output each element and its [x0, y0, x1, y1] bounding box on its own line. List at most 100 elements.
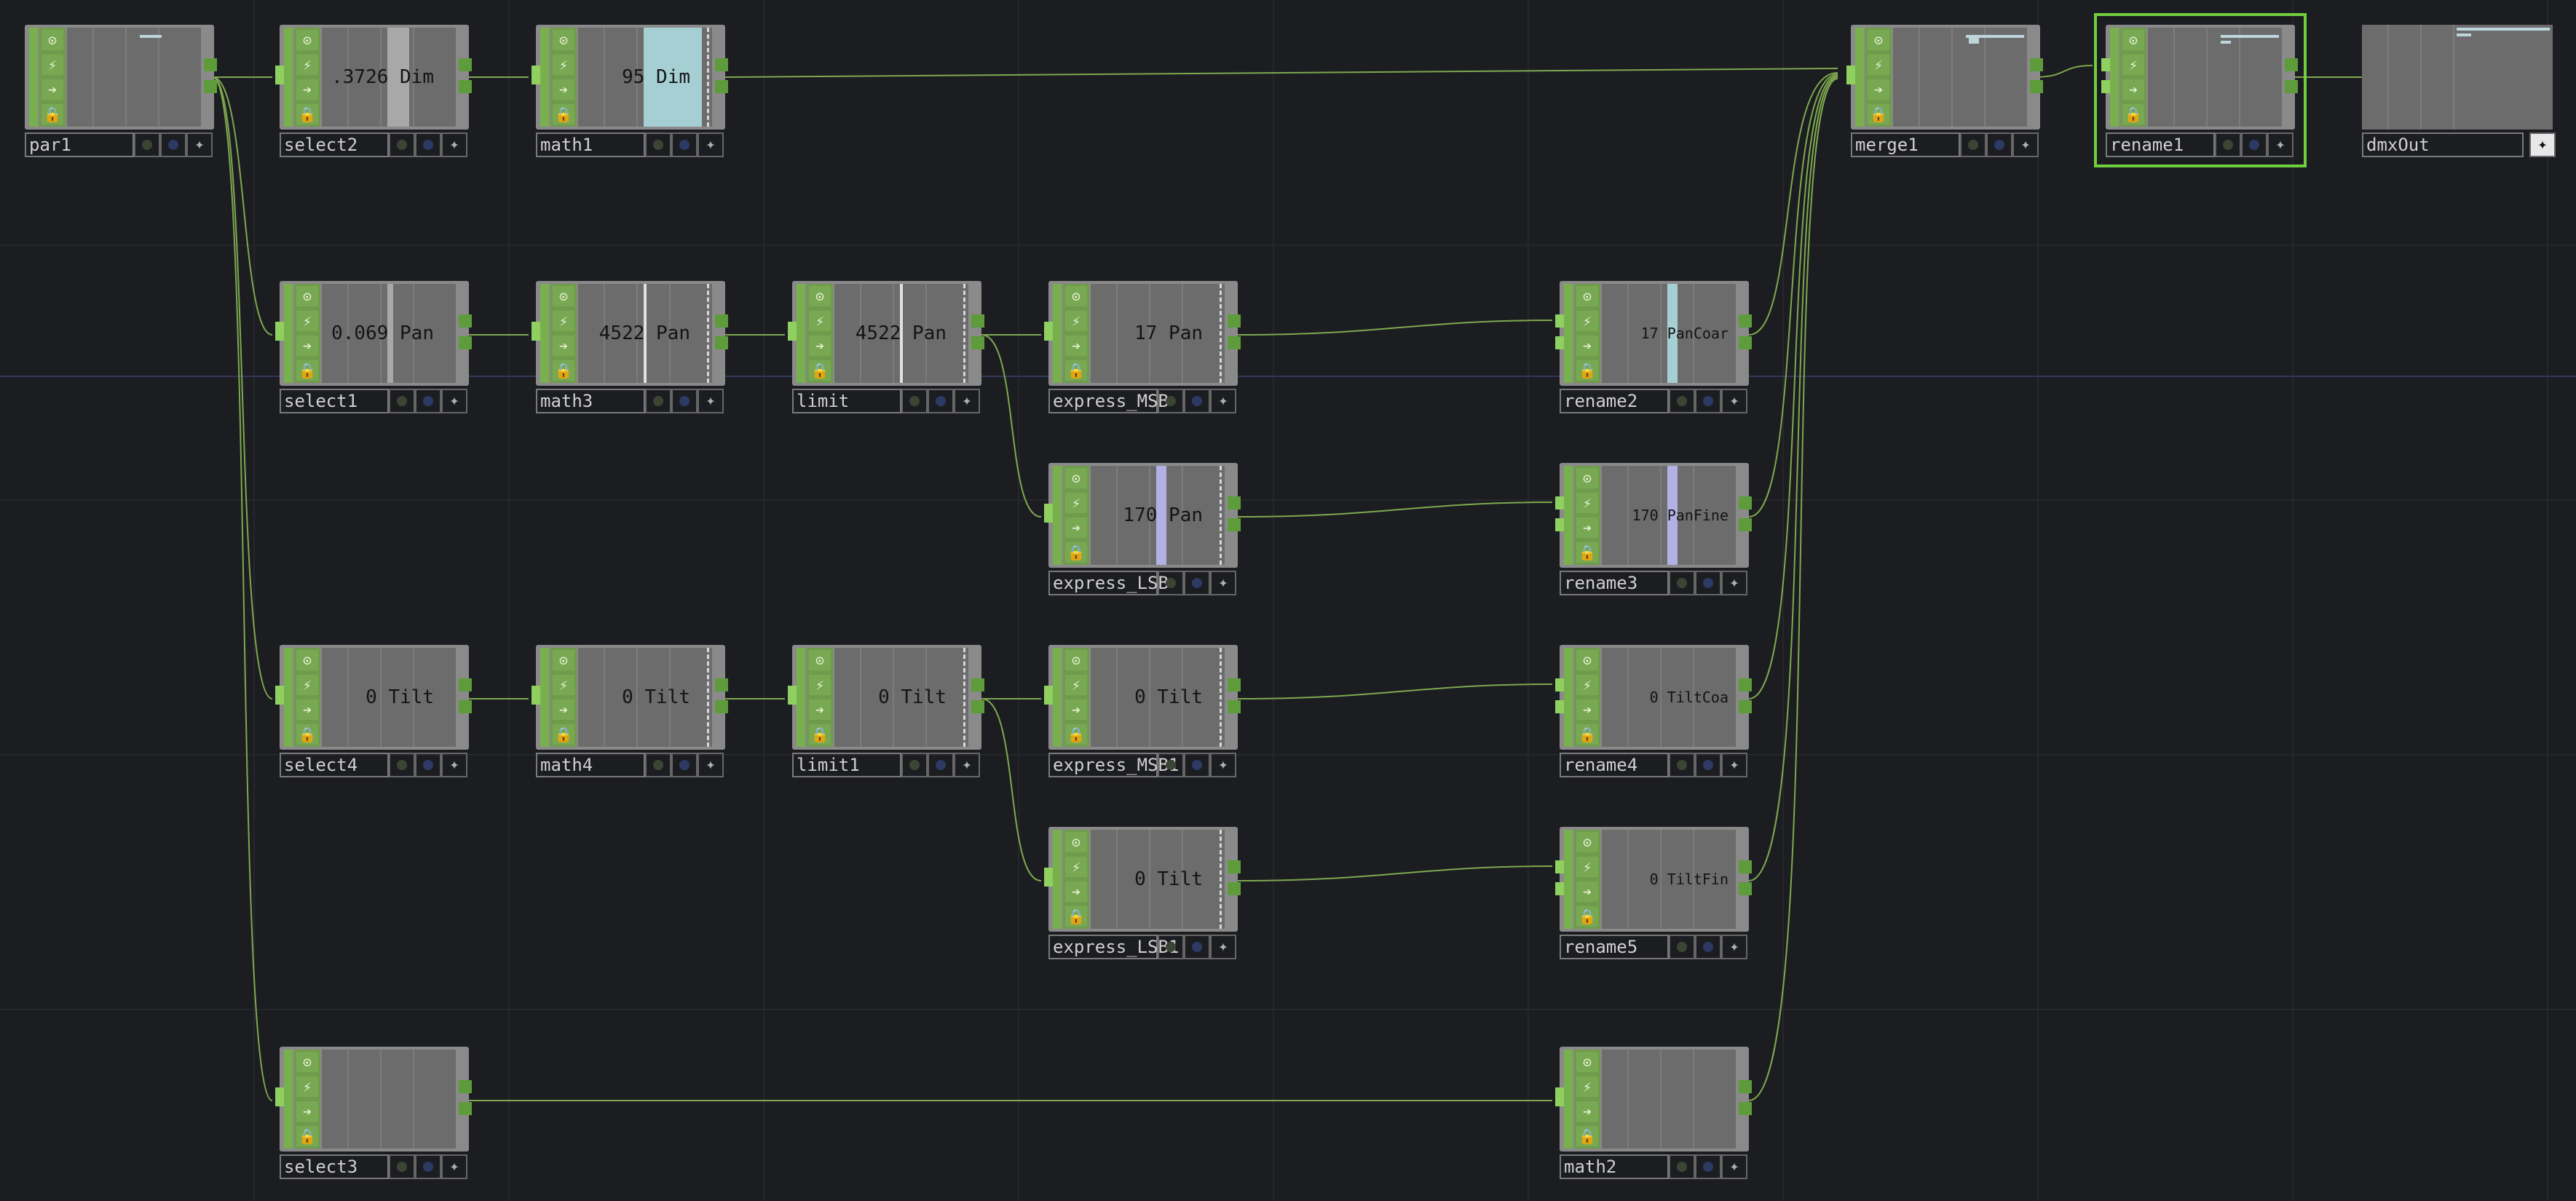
output-connector[interactable] [1739, 882, 1752, 895]
output-connector[interactable] [204, 80, 217, 93]
node-select3[interactable]: ⊙ ⚡ ➔ 🔒 select3 ✦ [275, 1047, 472, 1179]
node-name[interactable]: dmxOut [2362, 132, 2524, 157]
lock-flag-icon[interactable]: 🔒 [1576, 906, 1598, 927]
node-name[interactable]: math1 [536, 132, 645, 157]
output-connector[interactable] [2030, 58, 2043, 71]
display-toggle-button[interactable] [415, 132, 441, 157]
viewer-toggle-button[interactable] [1158, 753, 1184, 777]
viewer-flag-icon[interactable]: ⊙ [296, 30, 318, 50]
output-connector[interactable] [1228, 496, 1241, 510]
add-button[interactable]: ✦ [698, 753, 724, 777]
add-button[interactable]: ✦ [698, 132, 724, 157]
export-arrow-icon[interactable]: ➔ [553, 699, 574, 720]
viewer-toggle-button[interactable] [134, 132, 160, 157]
viewer-flag-icon[interactable]: ⊙ [1576, 286, 1598, 306]
lock-flag-icon[interactable]: 🔒 [1065, 542, 1087, 563]
output-connector[interactable] [1228, 700, 1241, 713]
viewer-toggle-button[interactable] [1158, 389, 1184, 413]
node-express-msb[interactable]: ⊙ ⚡ ➔ 🔒 17 Pan express_MSB ✦ [1044, 281, 1241, 413]
node-merge1[interactable]: ⊙ ⚡ ➔ 🔒 merge1 ✦ [1846, 25, 2043, 157]
output-connector[interactable] [1739, 860, 1752, 873]
node-viewer[interactable]: 4522 Pan [834, 284, 968, 383]
output-connector[interactable] [459, 700, 472, 713]
cook-flag-icon[interactable]: ⚡ [1868, 55, 1889, 75]
viewer-toggle-button[interactable] [645, 389, 671, 413]
bypass-bar[interactable] [540, 28, 549, 127]
node-math3[interactable]: ⊙ ⚡ ➔ 🔒 4522 Pan math3 ✦ [532, 281, 728, 413]
lock-flag-icon[interactable]: 🔒 [1065, 360, 1087, 381]
viewer-flag-icon[interactable]: ⊙ [553, 650, 574, 670]
node-select4[interactable]: ⊙ ⚡ ➔ 🔒 0 Tilt select4 ✦ [275, 645, 472, 777]
output-connector[interactable] [1228, 860, 1241, 873]
lock-flag-icon[interactable]: 🔒 [553, 724, 574, 745]
cook-flag-icon[interactable]: ⚡ [1576, 675, 1598, 695]
node-name[interactable]: select1 [280, 389, 389, 413]
node-dmxOut[interactable]: dmxOut ✦ [2362, 25, 2556, 157]
display-toggle-button[interactable] [1695, 571, 1721, 595]
lock-flag-icon[interactable]: 🔒 [809, 724, 831, 745]
bypass-bar[interactable] [1564, 830, 1573, 929]
lock-flag-icon[interactable]: 🔒 [1576, 360, 1598, 381]
add-button[interactable]: ✦ [1210, 935, 1236, 959]
node-name[interactable]: limit1 [792, 753, 901, 777]
bypass-bar[interactable] [1855, 28, 1864, 127]
output-connector[interactable] [1228, 314, 1241, 328]
output-connector[interactable] [715, 336, 728, 349]
bypass-bar[interactable] [2110, 28, 2119, 127]
output-connector[interactable] [971, 700, 984, 713]
export-arrow-icon[interactable]: ➔ [296, 1101, 318, 1122]
export-arrow-icon[interactable]: ➔ [1576, 1101, 1598, 1122]
display-toggle-button[interactable] [1986, 132, 2012, 157]
add-button[interactable]: ✦ [1210, 389, 1236, 413]
bypass-bar[interactable] [1564, 284, 1573, 383]
node-name[interactable]: rename1 [2106, 132, 2215, 157]
output-connector[interactable] [1228, 336, 1241, 349]
output-connector[interactable] [971, 336, 984, 349]
viewer-flag-icon[interactable]: ⊙ [1576, 832, 1598, 852]
add-button[interactable]: ✦ [186, 132, 213, 157]
output-connector[interactable] [1739, 518, 1752, 531]
cook-flag-icon[interactable]: ⚡ [1065, 675, 1087, 695]
viewer-toggle-button[interactable] [389, 1154, 415, 1179]
output-connector[interactable] [1739, 1080, 1752, 1093]
node-limit[interactable]: ⊙ ⚡ ➔ 🔒 4522 Pan limit ✦ [788, 281, 984, 413]
bypass-bar[interactable] [540, 648, 549, 747]
lock-flag-icon[interactable]: 🔒 [809, 360, 831, 381]
cook-flag-icon[interactable]: ⚡ [296, 675, 318, 695]
display-toggle-button[interactable] [1695, 753, 1721, 777]
output-connector[interactable] [971, 678, 984, 691]
lock-flag-icon[interactable]: 🔒 [296, 104, 318, 124]
output-connector[interactable] [459, 314, 472, 328]
node-express-lsb1[interactable]: ⊙ ⚡ ➔ 🔒 0 Tilt express_LSB1 ✦ [1044, 827, 1241, 959]
node-rename1[interactable]: ⊙ ⚡ ➔ 🔒 rename1 ✦ [2094, 13, 2307, 167]
output-connector[interactable] [715, 58, 728, 71]
node-viewer[interactable]: 0 Tilt [322, 648, 456, 747]
lock-flag-icon[interactable]: 🔒 [1576, 724, 1598, 745]
node-name[interactable]: rename4 [1560, 753, 1669, 777]
add-button[interactable]: ✦ [1721, 935, 1747, 959]
add-button[interactable]: ✦ [1210, 753, 1236, 777]
export-arrow-icon[interactable]: ➔ [1868, 79, 1889, 100]
node-viewer[interactable]: 0 Tilt [578, 648, 712, 747]
bypass-bar[interactable] [29, 28, 38, 127]
cook-flag-icon[interactable]: ⚡ [1065, 493, 1087, 513]
viewer-toggle-button[interactable] [1960, 132, 1986, 157]
display-toggle-button[interactable] [1695, 935, 1721, 959]
display-toggle-button[interactable] [415, 389, 441, 413]
node-viewer[interactable]: 0 Tilt [1091, 830, 1225, 929]
display-toggle-button[interactable] [928, 389, 954, 413]
viewer-flag-icon[interactable]: ⊙ [553, 286, 574, 306]
lock-flag-icon[interactable]: 🔒 [553, 360, 574, 381]
display-toggle-button[interactable] [1695, 389, 1721, 413]
node-name[interactable]: rename5 [1560, 935, 1669, 959]
export-arrow-icon[interactable]: ➔ [809, 336, 831, 356]
output-connector[interactable] [1228, 678, 1241, 691]
output-connector[interactable] [2285, 80, 2298, 93]
lock-flag-icon[interactable]: 🔒 [1065, 906, 1087, 927]
cook-flag-icon[interactable]: ⚡ [296, 311, 318, 331]
viewer-toggle-button[interactable] [901, 753, 928, 777]
node-name[interactable]: rename2 [1560, 389, 1669, 413]
viewer-toggle-button[interactable] [389, 389, 415, 413]
output-connector[interactable] [459, 1080, 472, 1093]
display-toggle-button[interactable] [415, 753, 441, 777]
